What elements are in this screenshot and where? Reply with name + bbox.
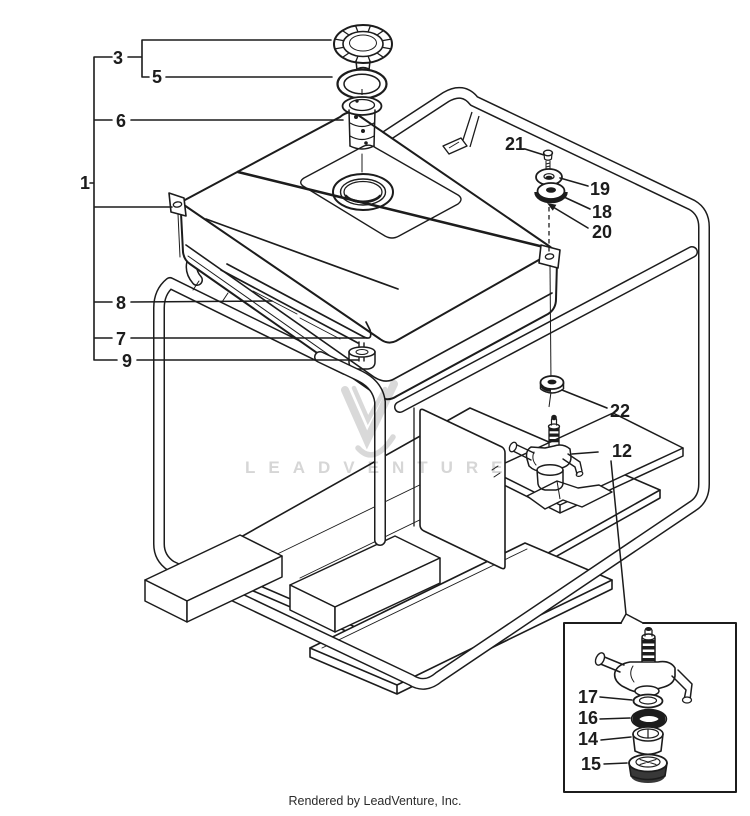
cap-gasket [336, 68, 388, 100]
leadventure-v-logo-icon [341, 380, 398, 458]
leader-12 [571, 451, 599, 455]
callout-19-label: 19 [590, 179, 610, 199]
tank-right-flange [538, 244, 561, 269]
fuel-strainer [341, 96, 383, 173]
callout-labels: 1 3 5 6 8 7 9 21 19 18 20 22 12 17 16 14… [80, 48, 632, 774]
leader-group-3-5 [127, 39, 333, 78]
filler-neck [332, 173, 394, 211]
callout-5-label: 5 [152, 67, 162, 87]
frame-tube-front-right-rail [394, 246, 698, 413]
leader-12-to-inset [610, 460, 644, 624]
frame-corner-clamp [442, 111, 480, 155]
fuel-cap [333, 24, 393, 75]
callout-1-label: 1 [80, 173, 90, 193]
filler-plateau [300, 144, 462, 239]
watermark-text: LEADVENTURE [245, 458, 516, 477]
inset-filter-cup [632, 726, 664, 756]
frame-deck-and-panels [199, 407, 684, 695]
callout-18-label: 18 [592, 202, 612, 222]
leader-lines [89, 39, 644, 765]
callout-3-label: 3 [113, 48, 123, 68]
callout-6-label: 6 [116, 111, 126, 131]
leader-16 [599, 717, 631, 720]
leader-17 [599, 696, 633, 701]
inset-detail-box [563, 622, 737, 793]
inset-seal-ring [630, 708, 668, 730]
leader-8 [130, 300, 273, 303]
inset-sediment-bowl [628, 753, 668, 783]
fuel-tank [168, 111, 561, 401]
base-skid-blocks [144, 534, 441, 633]
callout-17-label: 17 [578, 687, 598, 707]
callout-15-label: 15 [581, 754, 601, 774]
callout-12-label: 12 [612, 441, 632, 461]
tank-left-flange [168, 192, 187, 217]
leader-19 [559, 177, 589, 187]
watermark: LEADVENTURE [245, 380, 516, 477]
callout-7-label: 7 [116, 329, 126, 349]
mount-washer [535, 168, 563, 186]
frame-tube-main-loop [153, 86, 710, 690]
frame-tube-front-leg [314, 351, 386, 546]
rubber-pad [348, 346, 376, 358]
callout-16-label: 16 [578, 708, 598, 728]
leader-group-1 [89, 56, 173, 361]
inset-gasket [632, 693, 664, 709]
callout-21-label: 21 [505, 134, 525, 154]
callout-22-label: 22 [610, 401, 630, 421]
tank-top-seam [236, 170, 550, 250]
leader-15 [603, 762, 628, 765]
inset-fuel-valve [594, 627, 693, 704]
leader-21 [524, 148, 545, 156]
frame-grommet [539, 375, 565, 408]
tank-side-seam [185, 244, 553, 382]
leader-20-arrowhead [547, 203, 557, 211]
callout-14-label: 14 [578, 729, 598, 749]
leader-20 [552, 206, 589, 229]
leader-22 [561, 389, 608, 409]
mount-stud-centerline [548, 207, 552, 384]
tank-strap [220, 263, 365, 344]
leader-18 [563, 196, 591, 210]
fuel-valve [508, 414, 584, 491]
callout-20-label: 20 [592, 222, 612, 242]
leader-14 [600, 736, 632, 741]
rubber-mount [534, 182, 568, 204]
mount-screw [542, 149, 554, 172]
callout-8-label: 8 [116, 293, 126, 313]
render-credit: Rendered by LeadVenture, Inc. [288, 794, 461, 808]
callout-9-label: 9 [122, 351, 132, 371]
